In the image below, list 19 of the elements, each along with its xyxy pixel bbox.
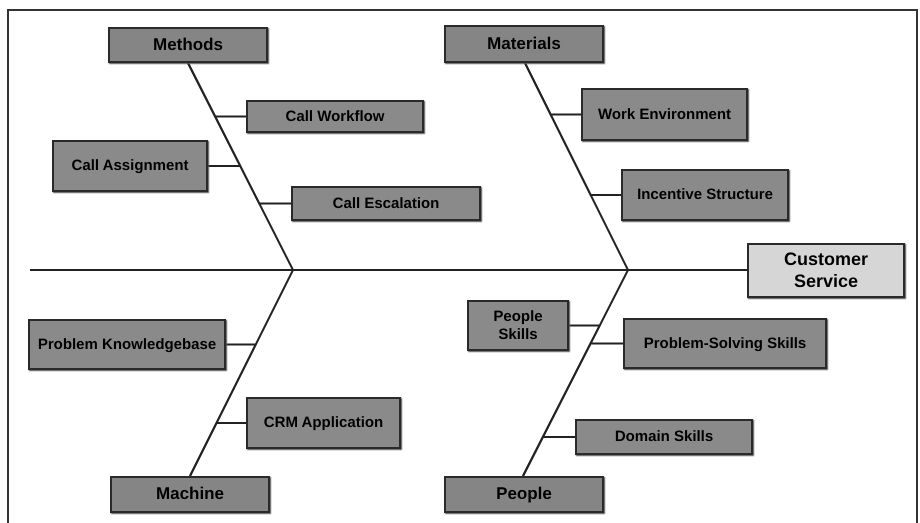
cause-box: People Skills [467,300,569,351]
category-box: People [444,476,604,513]
cause-box: Incentive Structure [621,169,789,221]
cause-box: Call Workflow [246,100,424,133]
cause-box: Problem-Solving Skills [623,318,827,369]
bone-line [522,436,575,476]
cause-box: CRM Application [246,397,401,449]
cause-box: Problem Knowledgebase [28,319,226,370]
cause-box: Call Assignment [52,140,208,192]
effect-box: Customer Service [747,243,905,298]
cause-box: Call Escalation [291,186,481,221]
category-box: Materials [444,25,604,63]
bone-line [189,422,246,476]
bone-line [187,62,291,204]
bone-line [524,62,621,196]
category-box: Methods [108,27,268,63]
category-box: Machine [110,476,270,513]
cause-box: Domain Skills [575,419,753,455]
cause-box: Work Environment [581,88,748,141]
